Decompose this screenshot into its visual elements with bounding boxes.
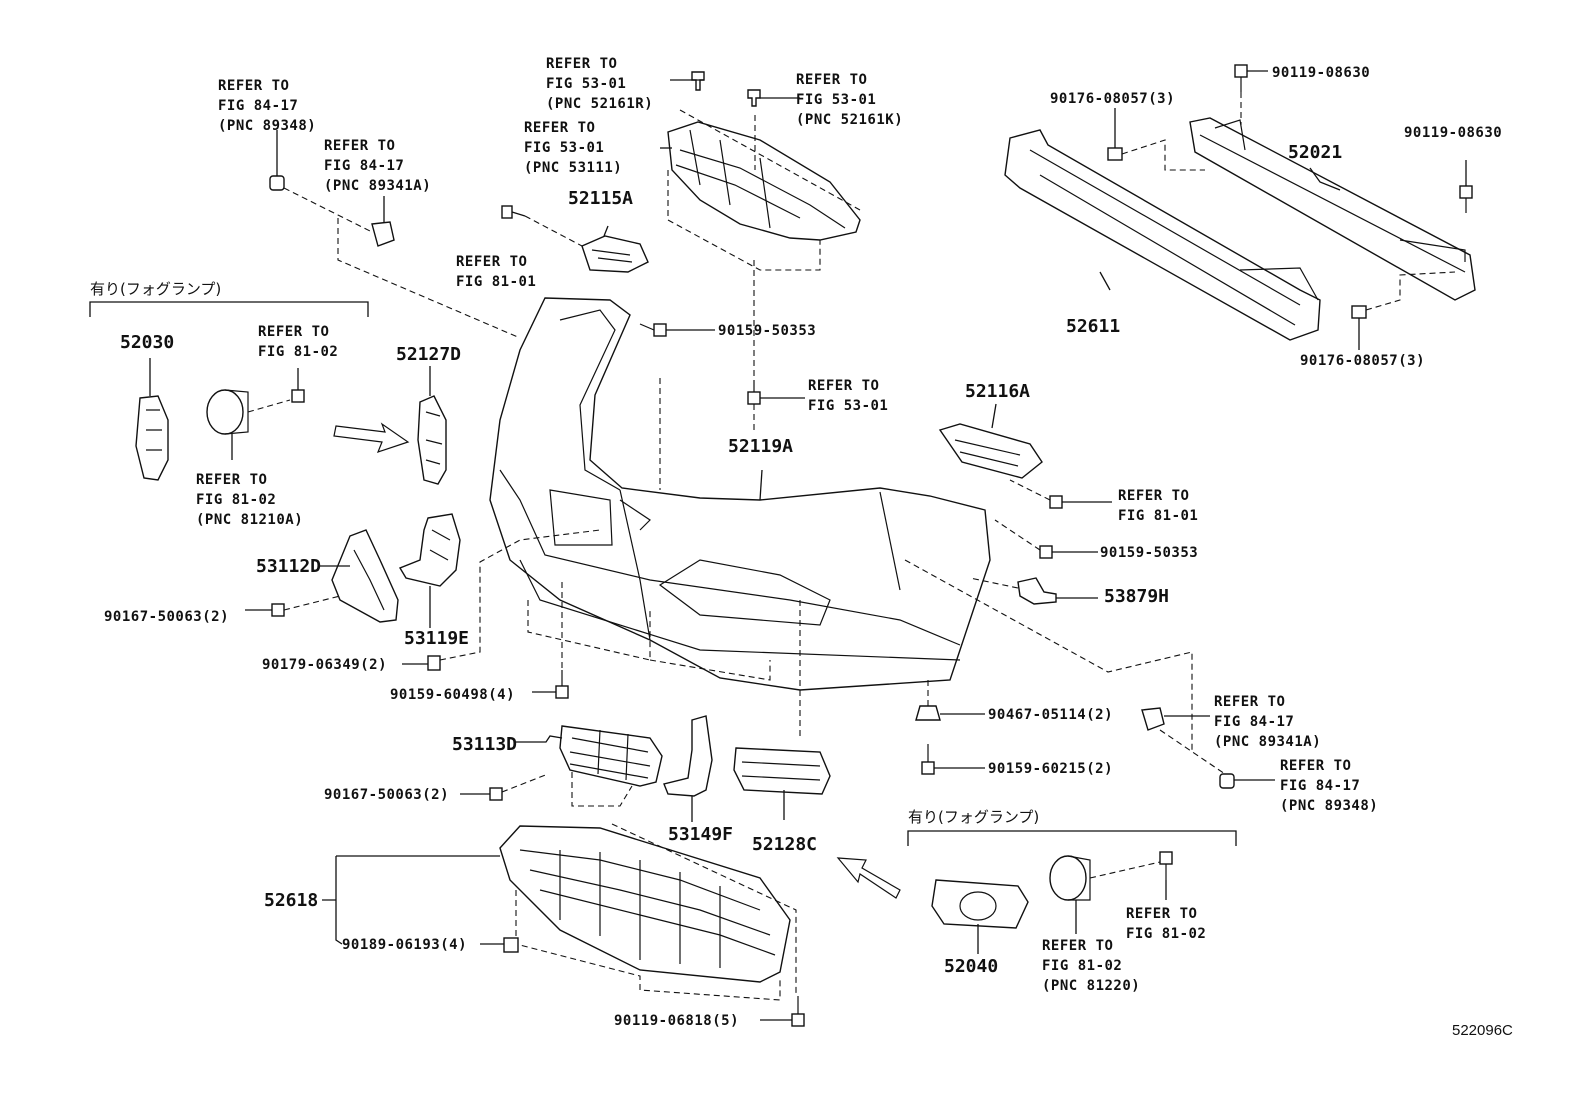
- fastener-90167-50063-b: 90167-50063(2): [324, 787, 450, 803]
- ref-fig5301-52161R: REFER TO FIG 53-01 (PNC 52161R): [546, 56, 654, 112]
- fastener-90467-05114: 90467-05114(2): [988, 707, 1114, 723]
- bolt-90167-50063-b: [460, 773, 549, 801]
- reinforcement-52021: [1189, 117, 1476, 301]
- ref-fig8102-a: REFER TO FIG 81-02: [258, 324, 339, 360]
- fog-group-label-left: 有り(フォグランプ): [90, 280, 222, 298]
- fastener-90159-50353-b: 90159-50353: [1100, 545, 1199, 561]
- bracket-53149F: [663, 715, 713, 822]
- bolt-90119-08630-b: [1459, 160, 1473, 213]
- ref-fig5301-52161K: REFER TO FIG 53-01 (PNC 52161K): [796, 72, 904, 128]
- clip-90189-06193: [480, 937, 519, 953]
- seal-53119E: [398, 513, 461, 628]
- part-53879H: 53879H: [1104, 586, 1170, 607]
- clip-52161K: [747, 89, 800, 107]
- bolt-8101-b: [1009, 479, 1112, 509]
- bolt-90159-60215: [921, 744, 985, 775]
- nut-90176-08057-b: [1351, 271, 1456, 350]
- upper-grille-part: [667, 109, 861, 271]
- fastener-90176-08057-b: 90176-08057(3): [1300, 353, 1426, 369]
- part-53112D: 53112D: [256, 556, 322, 577]
- bolt-fig5301-b: [747, 260, 805, 430]
- clip-89348-a: [269, 130, 373, 233]
- fastener-90159-60498: 90159-60498(4): [390, 687, 516, 703]
- fog-group-bracket-right: [907, 830, 1237, 846]
- fastener-90167-50063-a: 90167-50063(2): [104, 609, 230, 625]
- part-52021: 52021: [1288, 142, 1343, 163]
- fastener-90179-06349: 90179-06349(2): [262, 657, 388, 673]
- ref-fig8417-89348-b: REFER TO FIG 84-17 (PNC 89348): [1280, 758, 1379, 814]
- bolt-90119-08630-a: [1234, 64, 1268, 125]
- fastener-90189-06193: 90189-06193(4): [342, 937, 468, 953]
- fog-group-label-right: 有り(フォグランプ): [908, 808, 1040, 826]
- fastener-90159-50353-a: 90159-50353: [718, 323, 817, 339]
- bolt-90159-60498: [527, 580, 771, 699]
- ref-fig8102-81210A: REFER TO FIG 81-02 (PNC 81210A): [196, 472, 304, 528]
- bolt-90119-06818: [760, 996, 805, 1027]
- part-53119E: 53119E: [404, 628, 470, 649]
- ref-fig8417-89348-a: REFER TO FIG 84-17 (PNC 89348): [218, 78, 317, 134]
- nut-90467-05114: [915, 680, 985, 721]
- part-52128C: 52128C: [752, 834, 818, 855]
- ref-fig5301-b: REFER TO FIG 53-01: [808, 378, 889, 414]
- fastener-90119-08630-a: 90119-08630: [1272, 65, 1371, 81]
- ref-fig8102-b: REFER TO FIG 81-02: [1126, 906, 1207, 942]
- bolt-90159-50353-b: [994, 519, 1098, 559]
- leader-52021: [1309, 167, 1341, 191]
- fog-cover-52040: [931, 879, 1029, 954]
- bracket-52116A: [938, 403, 1043, 479]
- fog-cover-52128C: [733, 600, 831, 820]
- fastener-90119-08630-b: 90119-08630: [1404, 125, 1503, 141]
- ref-fig8102-81220: REFER TO FIG 81-02 (PNC 81220): [1042, 938, 1141, 994]
- clip-52161R: [670, 71, 705, 91]
- bolt-90167-50063-a: [245, 595, 341, 617]
- arrow-right: [836, 857, 901, 899]
- catalog-number: 522096C: [1452, 1022, 1513, 1039]
- fastener-90159-60215: 90159-60215(2): [988, 761, 1114, 777]
- screw-fig8102-b: [1159, 851, 1173, 900]
- part-52030: 52030: [120, 332, 175, 353]
- bracket-52115A: [581, 225, 649, 273]
- part-52116A: 52116A: [965, 381, 1031, 402]
- part-53149F: 53149F: [668, 824, 734, 845]
- bracket-52127D: [417, 366, 447, 485]
- part-53113D: 53113D: [452, 734, 518, 755]
- clip-89348-b: [1159, 729, 1275, 789]
- absorber-52611: [1004, 129, 1321, 341]
- nut-90176-08057-a: [1107, 108, 1205, 171]
- under-cover-52618: [322, 823, 797, 1001]
- ref-fig8417-89341A-a: REFER TO FIG 84-17 (PNC 89341A): [324, 138, 432, 194]
- bolt-90159-50353-a: [639, 323, 715, 337]
- bolt-8101-a: [501, 205, 583, 247]
- bumper-cover-52119A: [489, 297, 991, 691]
- dash-bumper-to-clips: [904, 559, 1193, 752]
- part-52611: 52611: [1066, 316, 1121, 337]
- clip-53879H: [969, 577, 1098, 605]
- fog-group-bracket-left: [89, 301, 369, 317]
- ref-fig8101-b: REFER TO FIG 81-01: [1118, 488, 1199, 524]
- part-52618: 52618: [264, 890, 319, 911]
- fastener-90119-06818: 90119-06818(5): [614, 1013, 740, 1029]
- grille-53113D: [516, 725, 663, 807]
- clip-89341A-a: [371, 196, 395, 247]
- seal-53112D: [320, 529, 399, 623]
- part-52040: 52040: [944, 956, 999, 977]
- ref-fig5301-53111: REFER TO FIG 53-01 (PNC 53111): [524, 120, 623, 176]
- leader-52611: [1099, 271, 1111, 291]
- fog-lamp-81220: [1049, 855, 1161, 934]
- fastener-90176-08057-a: 90176-08057(3): [1050, 91, 1176, 107]
- ref-fig8417-89341A-b: REFER TO FIG 84-17 (PNC 89341A): [1214, 694, 1322, 750]
- arrow-left: [333, 422, 410, 453]
- dash-clip-to-bumper: [337, 218, 521, 339]
- part-52115A: 52115A: [568, 188, 634, 209]
- part-52127D: 52127D: [396, 344, 462, 365]
- fog-cover-52030: [135, 358, 169, 481]
- screw-fig8102-a: [291, 368, 305, 403]
- ref-fig8101-a: REFER TO FIG 81-01: [456, 254, 537, 290]
- fog-lamp-81210A: [206, 389, 291, 460]
- part-52119A: 52119A: [728, 436, 794, 457]
- clip-90179-06349: [402, 529, 601, 671]
- clip-89341A-b: [1141, 707, 1210, 731]
